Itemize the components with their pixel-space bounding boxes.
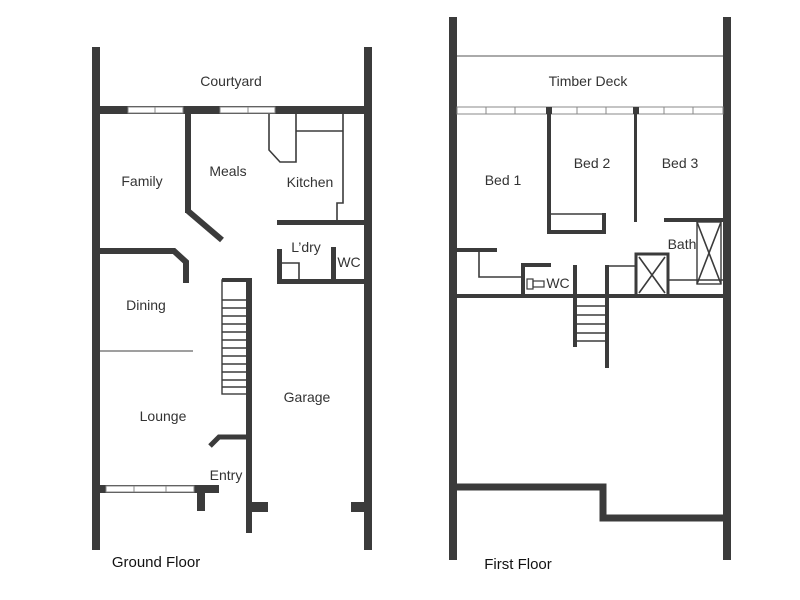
room-label-family: Family: [121, 173, 162, 189]
entry-wall: [208, 434, 249, 448]
floor-edge: [457, 294, 723, 298]
first-floor-plan: Timber Deck Bed 1 Bed 2 Bed 3 Bath WC Fi…: [449, 17, 731, 573]
room-label-dining: Dining: [126, 297, 166, 313]
wc-wall: [331, 247, 336, 281]
kitchen-wall: [277, 220, 368, 225]
room-label-meals: Meals: [209, 163, 246, 179]
room-label-garage: Garage: [284, 389, 331, 405]
first-floor-stairs: [573, 265, 609, 368]
room-label-bed1: Bed 1: [485, 172, 522, 188]
laundry-bottom-wall: [277, 279, 368, 284]
laundry-wall: [277, 249, 282, 283]
laundry-tub: [282, 262, 300, 279]
room-label-bath: Bath: [668, 236, 697, 252]
room-label-lounge: Lounge: [140, 408, 187, 424]
ground-stairs: [221, 278, 249, 395]
toilet-icon: [526, 278, 534, 290]
rear-window-meals: [219, 106, 276, 114]
bed1-bed2-wall: [547, 112, 551, 234]
shower: [634, 252, 670, 298]
left-wall: [449, 17, 457, 560]
kitchen-counter: [268, 114, 297, 163]
room-label-kitchen: Kitchen: [287, 174, 334, 190]
room-label-bed2: Bed 2: [574, 155, 611, 171]
room-label-bed3: Bed 3: [662, 155, 699, 171]
room-label-wc: WC: [337, 254, 360, 270]
ground-floor-plan: Courtyard Family Meals Kitchen L’dry WC …: [92, 47, 372, 571]
rear-windows: [456, 106, 724, 115]
right-wall: [364, 47, 372, 550]
garage-door-jamb-right: [351, 502, 366, 512]
wc-wall: [521, 263, 551, 296]
dining-wall: [96, 248, 189, 283]
ground-floor-caption: Ground Floor: [112, 554, 200, 571]
room-label-courtyard: Courtyard: [200, 73, 261, 89]
bath-tub: [696, 221, 722, 285]
family-meals-wall: [185, 110, 191, 213]
room-label-wc: WC: [546, 275, 569, 291]
rear-window-family: [127, 106, 184, 114]
right-wall: [723, 17, 731, 560]
room-label-entry: Entry: [210, 467, 243, 483]
first-floor-caption: First Floor: [484, 556, 552, 573]
robe-end: [602, 213, 606, 233]
toilet-bowl-icon: [532, 280, 545, 288]
lower-roof-edge: [457, 483, 723, 522]
front-stub: [197, 490, 205, 511]
angled-wall: [186, 208, 224, 243]
room-label-timber-deck: Timber Deck: [549, 73, 629, 89]
robe-wall: [547, 230, 606, 234]
left-wall: [92, 47, 100, 550]
robe-line: [478, 250, 522, 278]
room-label-laundry: L’dry: [291, 239, 321, 255]
garage-wall: [246, 278, 252, 533]
bed2-bed3-wall: [634, 112, 637, 222]
kitchen-bench: [296, 114, 344, 222]
bath-wall: [664, 218, 723, 222]
front-window-lounge: [105, 485, 195, 493]
garage-door-jamb-left: [249, 502, 268, 512]
